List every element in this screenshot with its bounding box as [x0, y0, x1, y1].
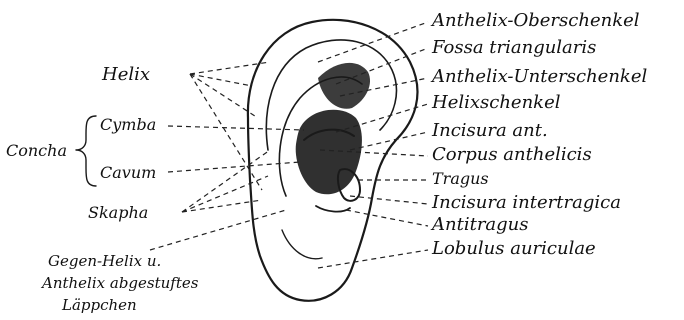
label-fossa-triangularis: Fossa triangularis — [431, 37, 596, 58]
label-incisura-ant: Incisura ant. — [431, 120, 548, 141]
label-gegen-line3: Läppchen — [61, 296, 137, 314]
labels-left: Helix Concha Cymba Cavum Skapha Gegen-He… — [6, 64, 199, 314]
label-cymba: Cymba — [100, 115, 156, 134]
ear-illustration — [248, 20, 418, 301]
labels-right: Anthelix-Oberschenkel Fossa triangularis… — [430, 10, 647, 259]
label-anthelix-unterschenkel: Anthelix-Unterschenkel — [430, 66, 647, 87]
label-antitragus: Antitragus — [430, 214, 529, 235]
label-corpus-anthelicis: Corpus anthelicis — [432, 144, 592, 165]
label-gegen-line1: Gegen-Helix u. — [48, 252, 161, 270]
fossa-triangularis-shade — [318, 63, 370, 109]
antitragus-shape — [316, 206, 350, 212]
label-tragus: Tragus — [432, 169, 489, 188]
label-cavum: Cavum — [100, 163, 156, 182]
label-anthelix-oberschenkel: Anthelix-Oberschenkel — [430, 10, 640, 31]
lobule-crease — [282, 230, 322, 259]
concha-cavity — [296, 110, 362, 195]
label-lobulus-auriculae: Lobulus auriculae — [431, 238, 596, 259]
label-skapha: Skapha — [88, 203, 148, 222]
label-gegen-line2: Anthelix abgestuftes — [40, 274, 199, 292]
label-helix: Helix — [101, 64, 150, 85]
label-incisura-intertragica: Incisura intertragica — [431, 192, 621, 213]
concha-brace — [76, 116, 96, 186]
leader-lines — [150, 22, 428, 268]
label-helixschenkel: Helixschenkel — [431, 92, 561, 113]
label-concha: Concha — [6, 141, 67, 160]
